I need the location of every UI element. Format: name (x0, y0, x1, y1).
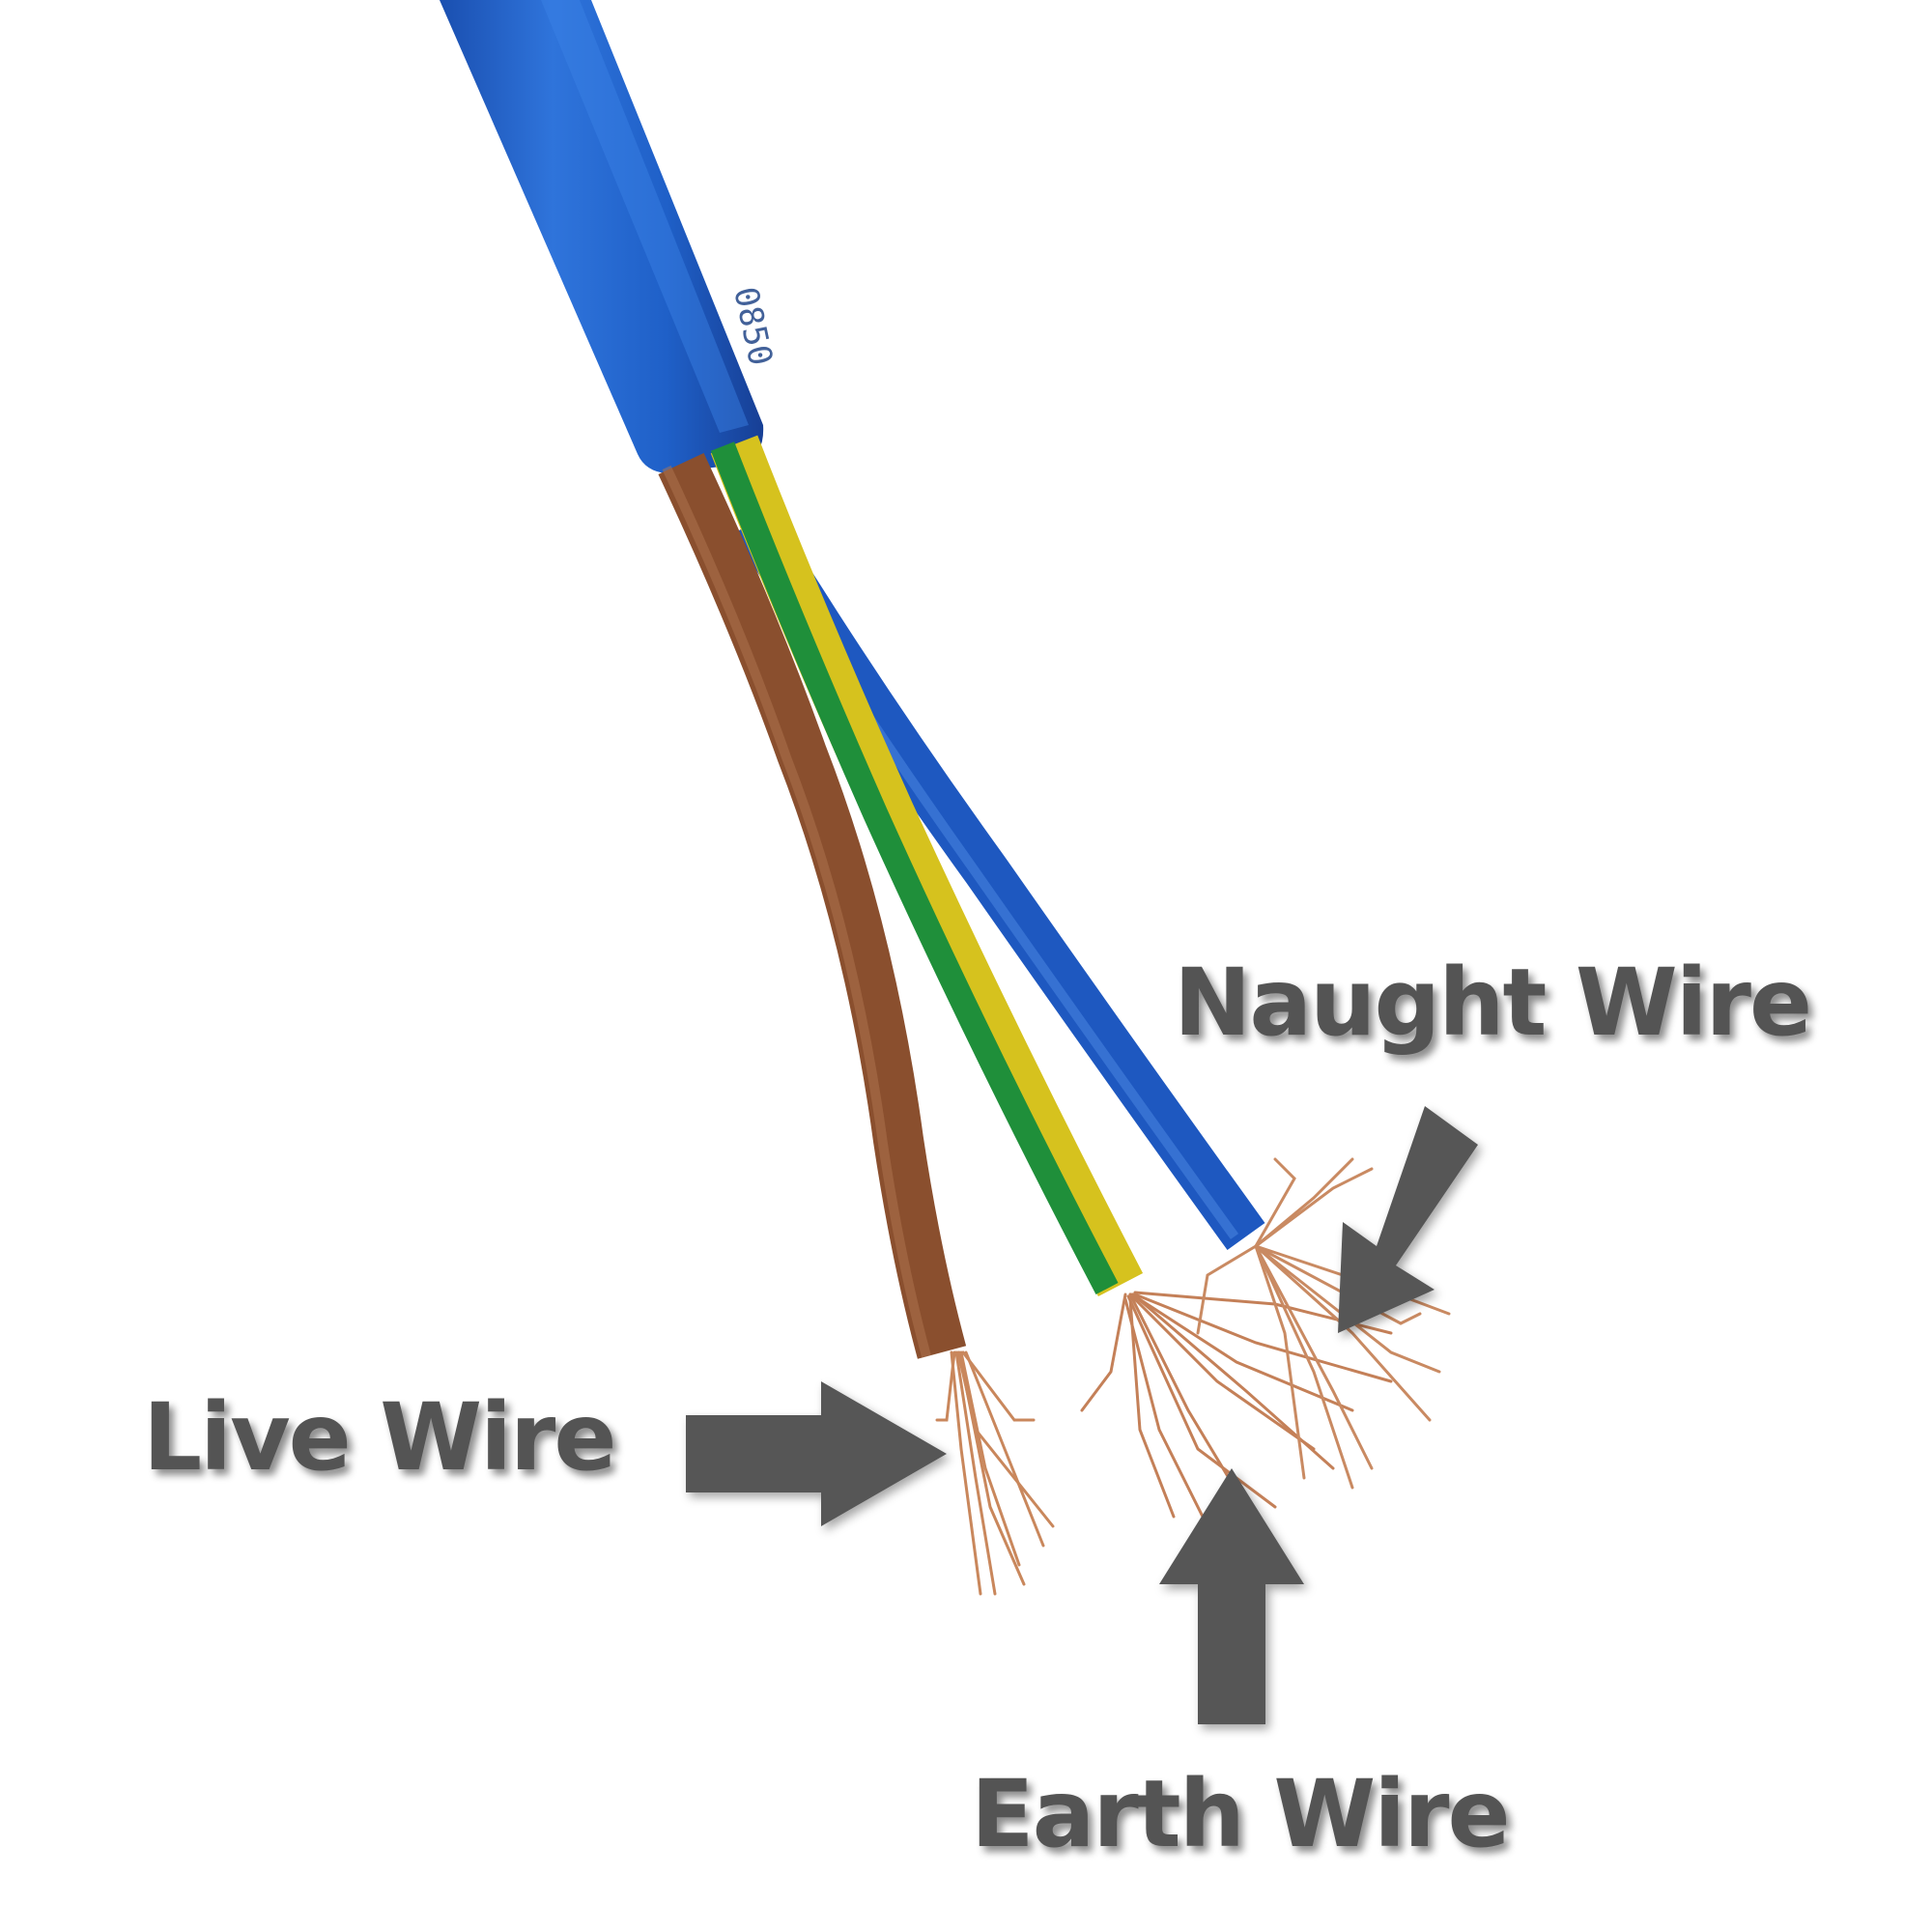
earth-strands (1080, 1291, 1393, 1528)
arrow-to-earth-icon (1159, 1468, 1304, 1724)
live-strands (935, 1350, 1055, 1596)
live-wire-label: Live Wire (143, 1383, 616, 1492)
outer-sheath: 0850 (440, 0, 780, 473)
earth-wire (710, 435, 1144, 1296)
naught-wire-label: Naught Wire (1174, 949, 1812, 1057)
live-wire (658, 452, 967, 1359)
neutral-strands (1196, 1157, 1451, 1490)
arrow-to-naught-icon (1338, 1106, 1478, 1333)
earth-wire-label: Earth Wire (971, 1760, 1511, 1868)
arrow-to-live-icon (686, 1381, 947, 1526)
